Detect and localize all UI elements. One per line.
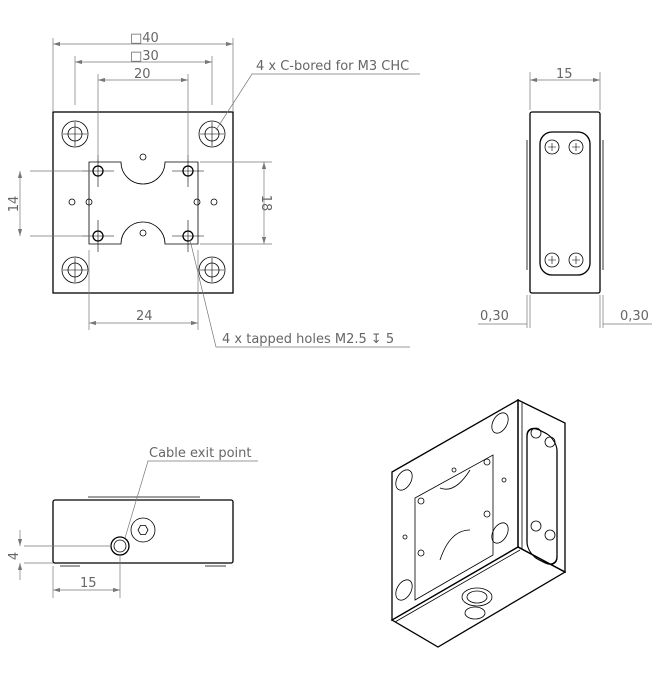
- tapped-leader: [189, 239, 410, 348]
- dim-pocket-width: 24: [136, 309, 153, 324]
- dim-tapped-spacing-y: 14: [7, 196, 22, 213]
- iso-hex-screw: [461, 587, 493, 607]
- dim-pocket-height: 18: [258, 195, 273, 212]
- cbore-leader: [215, 73, 420, 131]
- dim-right-offset: 0,30: [620, 309, 649, 324]
- side-cover-plate: [539, 131, 591, 276]
- note-counterbore: 4 x C-bored for M3 CHC: [256, 59, 409, 74]
- pocket-outline: [88, 161, 199, 245]
- dim-cable-offset: 15: [80, 576, 97, 591]
- isometric-view: [390, 398, 567, 648]
- front-outline: [52, 111, 234, 294]
- cover-screws: [544, 139, 584, 268]
- front-view: □40 □30 20 14 18 24 4 x C-bored for M3 C…: [7, 31, 420, 348]
- cable-leader: [124, 460, 258, 539]
- bottom-view: Cable exit point 4 15: [7, 446, 258, 598]
- note-tapped-holes: 4 x tapped holes M2.5 ↧ 5: [222, 332, 394, 347]
- dim-bolt-pattern: □30: [130, 49, 159, 64]
- counterbore-holes: [61, 120, 226, 284]
- dim-left-offset: 0,30: [480, 309, 509, 324]
- iso-cable-hole: [464, 606, 486, 620]
- note-cable-exit: Cable exit point: [149, 446, 252, 461]
- dim-cable-height: 4: [7, 552, 22, 560]
- dim-depth: 15: [556, 67, 573, 82]
- side-view: 15 0,30 0,30: [478, 67, 652, 328]
- hex-screw: [130, 517, 156, 543]
- dim-outer-size: □40: [130, 31, 159, 46]
- dim-tapped-spacing-x: 20: [134, 67, 151, 82]
